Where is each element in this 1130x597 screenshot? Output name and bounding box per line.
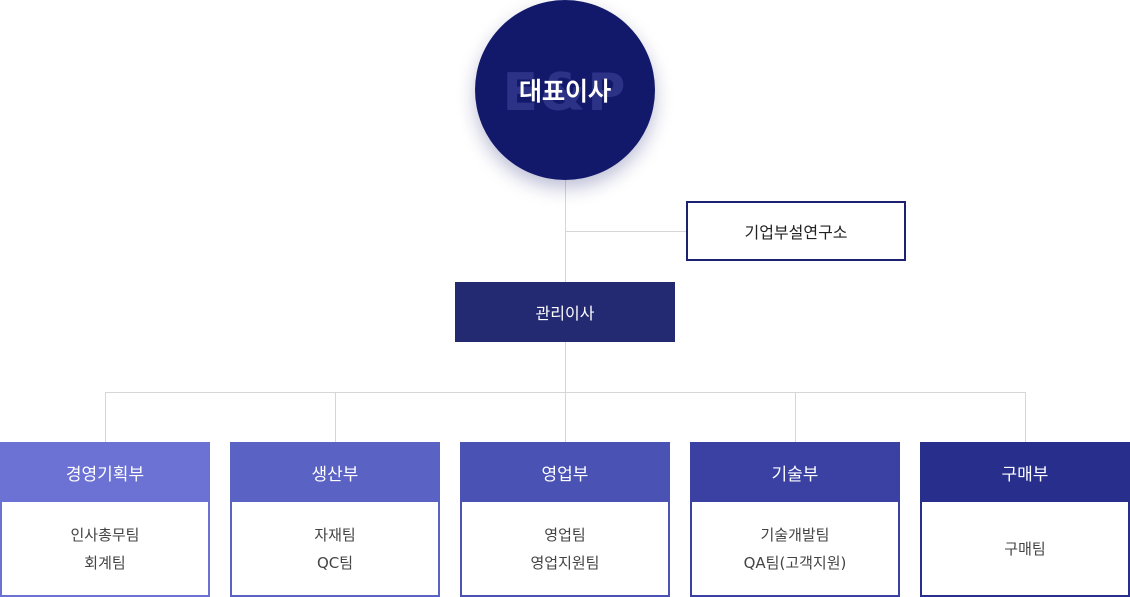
connector-dept-4 [795,392,796,442]
department-teams: 자재팀 QC팀 [230,502,440,597]
department-teams: 구매팀 [920,502,1130,597]
team-item: 인사총무팀 [70,525,140,544]
team-item: 기술개발팀 [760,525,830,544]
team-item: QA팀(고객지원) [743,553,847,572]
team-item: QC팀 [316,553,354,572]
connector-to-research-lab [565,231,686,232]
department-sales: 영업부 영업팀 영업지원팀 [460,442,670,597]
department-header: 생산부 [230,442,440,502]
department-teams: 영업팀 영업지원팀 [460,502,670,597]
connector-dept-1 [105,392,106,442]
connector-dept-2 [335,392,336,442]
research-lab-node: 기업부설연구소 [686,201,906,261]
department-header: 경영기획부 [0,442,210,502]
department-purchasing: 구매부 구매팀 [920,442,1130,597]
ceo-node: E&P 대표이사 [475,0,655,180]
department-teams: 기술개발팀 QA팀(고객지원) [690,502,900,597]
managing-director-node: 관리이사 [455,282,675,342]
team-item: 영업지원팀 [530,553,600,572]
ceo-label: 대표이사 [518,77,611,106]
department-teams: 인사총무팀 회계팀 [0,502,210,597]
department-header: 구매부 [920,442,1130,502]
department-management-planning: 경영기획부 인사총무팀 회계팀 [0,442,210,597]
department-header: 기술부 [690,442,900,502]
department-technology: 기술부 기술개발팀 QA팀(고객지원) [690,442,900,597]
team-item: 구매팀 [1004,539,1046,558]
team-item: 영업팀 [544,525,586,544]
connector-dept-5 [1025,392,1026,442]
team-item: 자재팀 [314,525,356,544]
team-item: 회계팀 [84,553,126,572]
connector-manager-to-departments [565,342,566,392]
connector-dept-3 [565,392,566,442]
department-header: 영업부 [460,442,670,502]
company-logo-watermark: E&P [502,63,628,123]
department-production: 생산부 자재팀 QC팀 [230,442,440,597]
